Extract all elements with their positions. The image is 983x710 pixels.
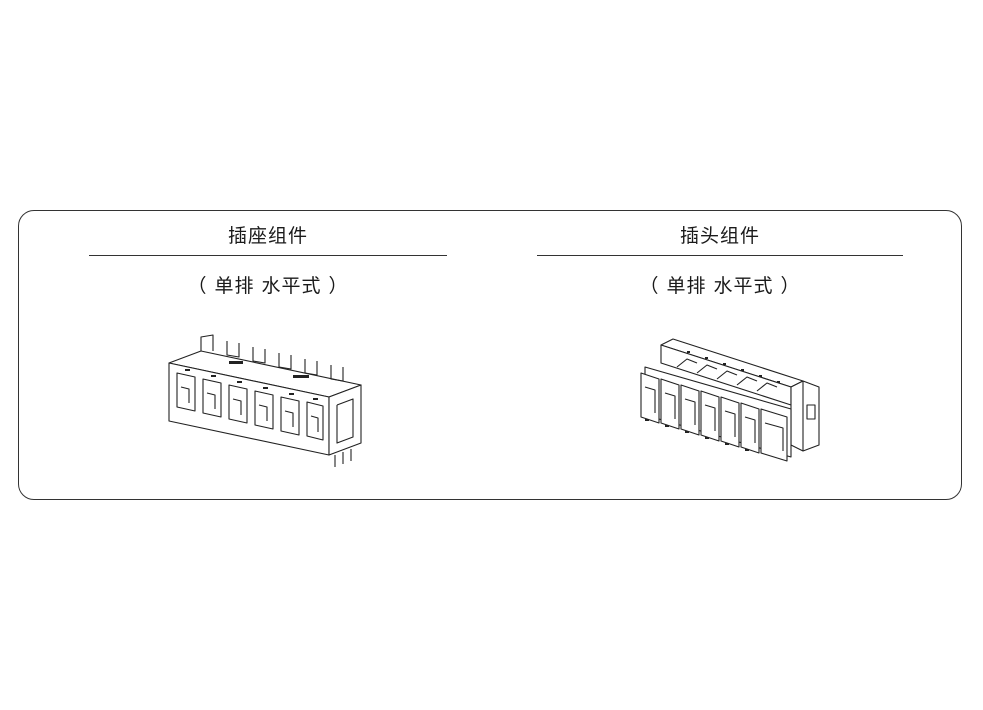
receptacle-panel: 插座组件 （ 单排 水平式 ） [89,211,447,499]
plug-title: 插头组件 [679,225,760,247]
plug-panel: 插头组件 （ 单排 水平式 ） [537,211,903,499]
receptacle-subtitle: （ 单排 水平式 ） [187,275,349,297]
receptacle-title: 插座组件 [227,225,308,247]
plug-subtitle: （ 单排 水平式 ） [639,275,801,297]
component-frame: 插座组件 （ 单排 水平式 ） [18,210,962,500]
plug-drawing [537,327,903,477]
plug-divider [537,255,903,256]
receptacle-divider [89,255,447,256]
header-connector-icon [168,334,362,467]
plug-connector-icon [640,338,820,462]
receptacle-drawing [89,327,447,477]
